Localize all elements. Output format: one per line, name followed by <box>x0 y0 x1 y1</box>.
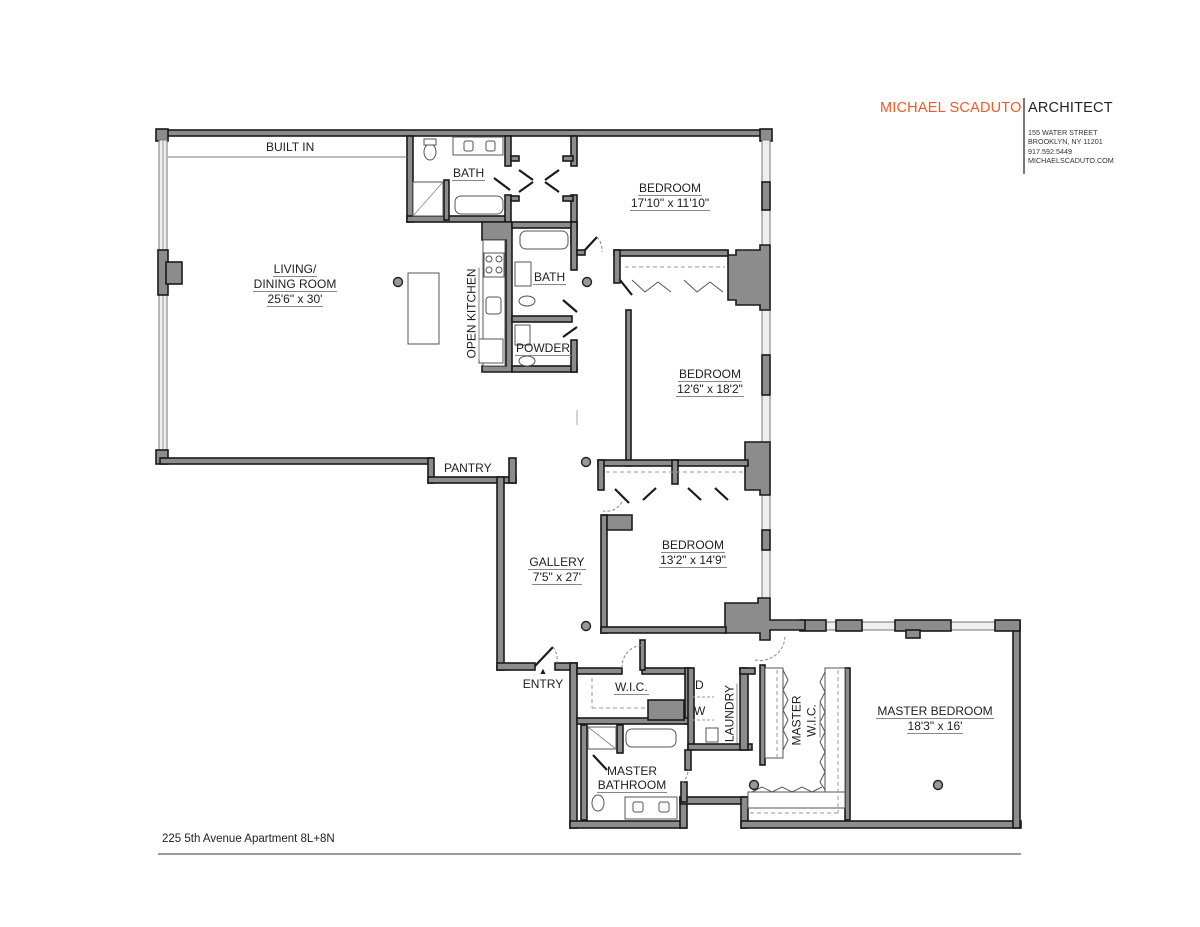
bedroom2-dims: 12'6" x 18'2" <box>676 382 744 397</box>
living-dims: 25'6" x 30' <box>266 292 324 307</box>
room-label-dryer: D <box>695 678 704 692</box>
master-bath-name-line1: MASTER <box>606 764 657 778</box>
top-exterior-wall <box>155 128 773 142</box>
master-top-window-wall <box>769 619 1021 639</box>
entry-name: ENTRY <box>522 677 564 691</box>
pantry-name: PANTRY <box>444 461 492 475</box>
powder-name: POWDER <box>515 341 571 356</box>
brand-address: 155 WATER STREET BROOKLYN, NY 11201 917.… <box>1028 128 1114 165</box>
laundry-name: LAUNDRY <box>722 683 738 744</box>
room-label-bedroom3: BEDROOM 13'2" x 14'9" <box>638 538 748 568</box>
bath1-walls <box>406 135 578 246</box>
service-block-walls <box>576 639 756 821</box>
bath1-name: BATH <box>452 166 486 181</box>
bedroom-closet-walls <box>597 249 749 634</box>
room-label-entry: ▲ ENTRY <box>515 666 571 691</box>
pantry-walls <box>427 457 517 484</box>
brand-title: ARCHITECT <box>1028 100 1113 116</box>
brand-website: MICHAELSCADUTO.COM <box>1028 155 1114 165</box>
footer-divider <box>158 853 1021 855</box>
entry-arrow-icon: ▲ <box>538 666 548 676</box>
room-label-living: LIVING/ DINING ROOM 25'6" x 30' <box>230 262 360 307</box>
built-in-name: BUILT IN <box>266 140 315 154</box>
room-label-bath1: BATH <box>452 166 486 181</box>
master-wic-name-line2: W.I.C. <box>804 703 821 738</box>
wic-name: W.I.C. <box>614 680 649 695</box>
master-bath-name-line2: BATHROOM <box>596 778 668 793</box>
room-label-laundry: LAUNDRY <box>722 683 738 744</box>
brand-divider <box>1023 98 1025 174</box>
left-window-wall <box>155 139 183 465</box>
kitchen-island <box>407 272 440 345</box>
room-label-pantry: PANTRY <box>444 461 492 475</box>
bath2-name: BATH <box>533 270 567 285</box>
bedroom2-name: BEDROOM <box>677 367 742 382</box>
columns <box>392 276 944 791</box>
dryer-name: D <box>695 678 704 692</box>
room-label-wic: W.I.C. <box>614 680 649 695</box>
living-name-line1: LIVING/ <box>272 262 318 277</box>
living-name-line2: DINING ROOM <box>252 277 338 292</box>
washer-name: W <box>694 704 706 718</box>
bedroom1-dims: 17'10" x 11'10" <box>629 196 711 211</box>
bedroom3-dims: 13'2" x 14'9" <box>659 553 727 568</box>
brand-name: MICHAEL SCADUTO <box>880 100 1022 116</box>
bedroom1-name: BEDROOM <box>637 181 702 196</box>
room-label-master-wic: MASTER W.I.C. <box>790 686 821 756</box>
room-label-bath2: BATH <box>533 270 567 285</box>
bedroom3-name: BEDROOM <box>660 538 725 553</box>
master-bedroom-name: MASTER BEDROOM <box>876 704 994 719</box>
room-label-master-bedroom: MASTER BEDROOM 18'3" x 16' <box>870 704 1000 734</box>
room-label-washer: W <box>694 704 705 718</box>
room-label-kitchen: OPEN KITCHEN <box>464 264 480 364</box>
room-label-powder: POWDER <box>515 341 571 356</box>
plan-title: 225 5th Avenue Apartment 8L+8N <box>162 833 335 845</box>
kitchen-name: OPEN KITCHEN <box>464 267 480 360</box>
master-wic-name-line1: MASTER <box>789 695 804 746</box>
brand-address-line: BROOKLYN, NY 11201 <box>1028 137 1103 147</box>
room-label-master-bath: MASTER BATHROOM <box>592 764 672 793</box>
brand-phone: 917.592.5449 <box>1028 146 1072 156</box>
room-label-bedroom2: BEDROOM 12'6" x 18'2" <box>660 367 760 397</box>
room-label-built-in: BUILT IN <box>266 140 314 154</box>
gallery-name: GALLERY <box>528 555 586 570</box>
right-window-wall <box>724 139 806 641</box>
master-bedroom-dims: 18'3" x 16' <box>906 719 964 734</box>
gallery-dims: 7'5" x 27' <box>531 570 583 585</box>
brand-address-line: 155 WATER STREET <box>1028 128 1098 137</box>
master-wic-walls <box>747 664 851 821</box>
room-label-bedroom1: BEDROOM 17'10" x 11'10" <box>610 181 730 211</box>
room-label-gallery: GALLERY 7'5" x 27' <box>517 555 597 585</box>
kitchen-bath2-walls <box>481 221 586 373</box>
